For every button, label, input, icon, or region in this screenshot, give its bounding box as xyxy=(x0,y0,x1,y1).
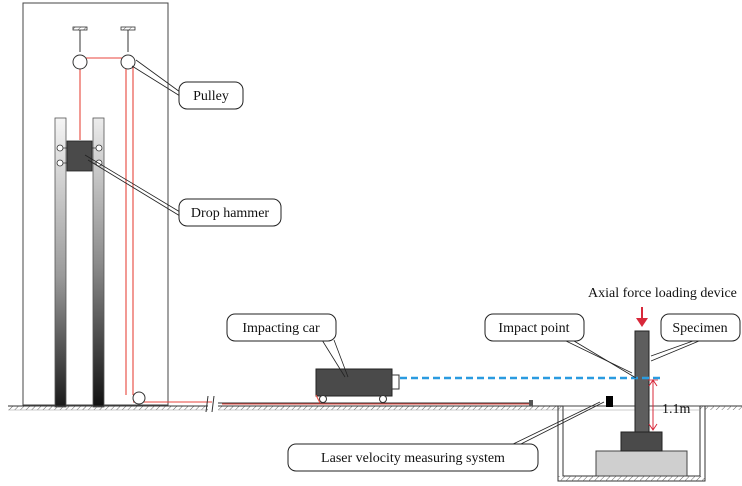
drop-hammer-label: Drop hammer xyxy=(191,206,269,221)
pulley-label: Pulley xyxy=(193,89,229,104)
break-symbol xyxy=(205,395,215,413)
axial-force-arrow xyxy=(636,307,648,327)
ceiling-mount-right xyxy=(120,26,136,52)
specimen-base xyxy=(595,450,688,477)
label-pulley: Pulley xyxy=(178,81,244,110)
laser-sensor xyxy=(606,396,613,407)
pulley-right xyxy=(120,54,136,70)
label-specimen: Specimen xyxy=(660,313,741,342)
label-laser-system: Laser velocity measuring system xyxy=(287,443,539,472)
height-label: 1.1m xyxy=(662,402,691,417)
axial-force-label: Axial force loading device xyxy=(588,286,737,301)
laser-system-label: Laser velocity measuring system xyxy=(321,451,505,466)
drop-tower xyxy=(22,2,530,408)
impact-point-label: Impact point xyxy=(498,321,569,336)
pulley-bottom xyxy=(132,391,146,405)
leader-lines xyxy=(84,59,700,449)
ceiling-mount-left xyxy=(72,26,88,52)
ground xyxy=(8,395,742,413)
specimen-label: Specimen xyxy=(672,321,727,336)
label-impact-point: Impact point xyxy=(484,313,585,342)
pulley-left xyxy=(72,54,88,70)
height-dimension xyxy=(648,379,658,431)
drop-hammer xyxy=(56,140,103,172)
foundation-pit xyxy=(557,405,706,482)
specimen-foot xyxy=(620,431,663,452)
hoist-rope xyxy=(79,56,530,405)
label-drop-hammer: Drop hammer xyxy=(178,198,282,227)
specimen-column xyxy=(634,330,650,433)
impacting-car xyxy=(315,368,400,404)
impacting-car-label: Impacting car xyxy=(242,321,320,336)
label-impacting-car: Impacting car xyxy=(226,313,337,342)
